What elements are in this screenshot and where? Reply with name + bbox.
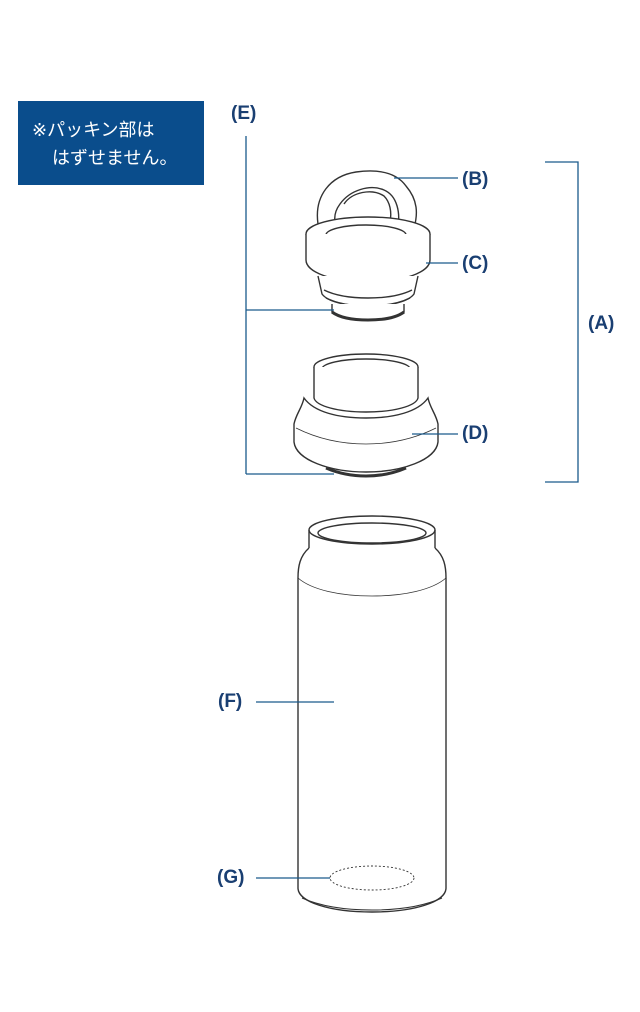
- cap-gasket: [331, 310, 405, 322]
- note-box: ※パッキン部は はずせません。: [18, 101, 204, 185]
- label-G: (G): [217, 867, 245, 888]
- collar-assembly: [293, 353, 439, 478]
- note-line-2: はずせません。: [52, 148, 178, 169]
- label-D: (D): [462, 423, 489, 444]
- label-A: (A): [588, 313, 615, 334]
- label-B: (B): [462, 169, 489, 190]
- cap-assembly: [305, 170, 431, 322]
- label-C: (C): [462, 253, 489, 274]
- bottle-bottom-gasket: [329, 865, 415, 891]
- collar-gasket: [325, 466, 407, 478]
- bottle-body: [297, 515, 447, 913]
- bottle-mouth: [308, 515, 436, 545]
- cap-handle-hole: [343, 191, 392, 223]
- bracket-A: [545, 161, 579, 483]
- note-line-1: ※パッキン部は: [32, 120, 155, 141]
- cap-body: [305, 234, 431, 283]
- leader-E: [245, 136, 334, 475]
- label-E: (E): [231, 103, 257, 124]
- label-F: (F): [218, 691, 243, 712]
